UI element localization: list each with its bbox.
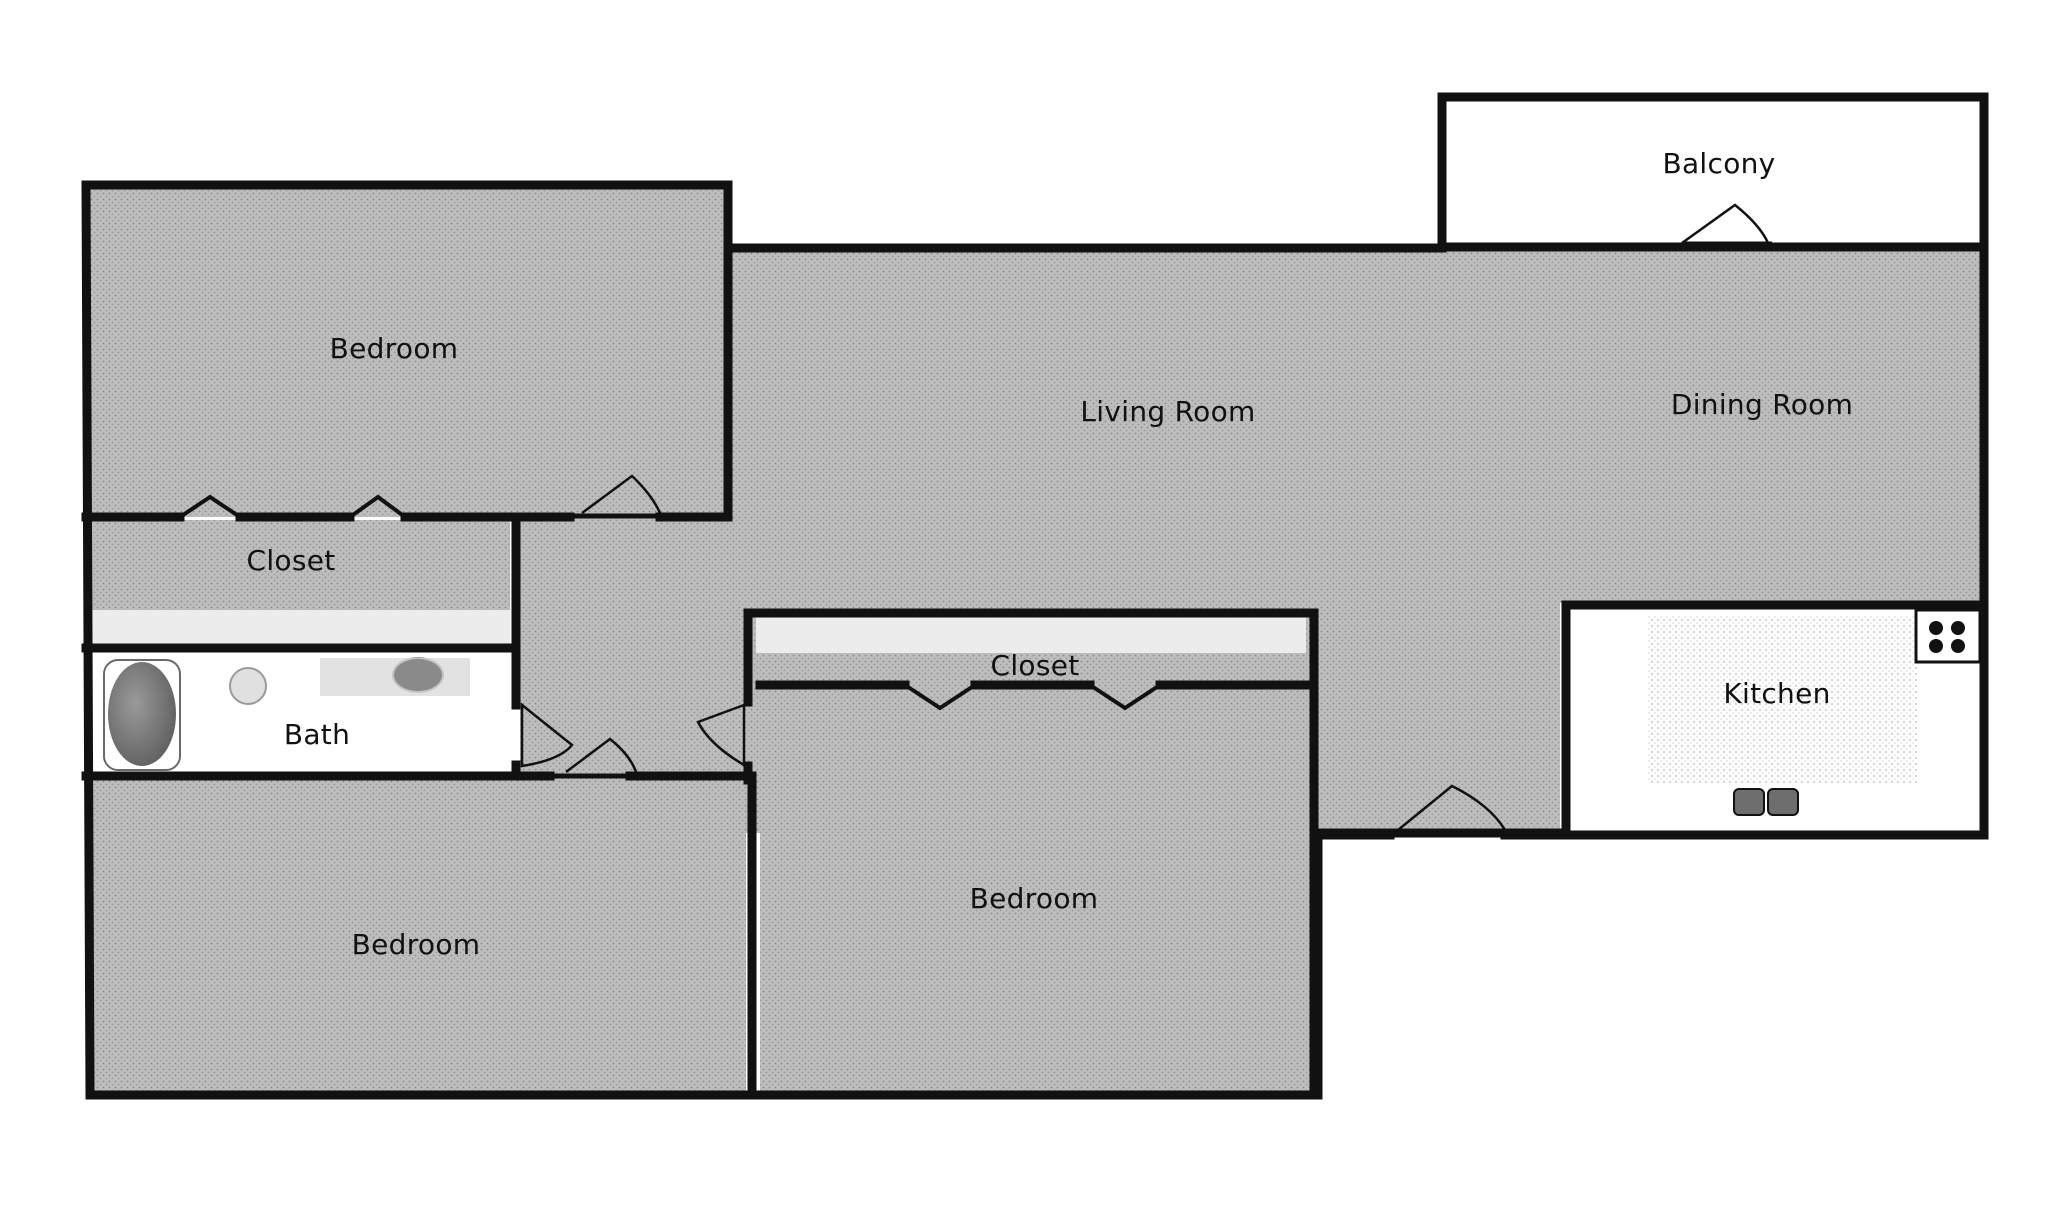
label-bedroom-bottom-left: Bedroom bbox=[352, 928, 481, 961]
floors bbox=[86, 97, 1984, 1098]
stove-icon bbox=[1914, 608, 1982, 664]
bedroom-bottom-left-floor bbox=[90, 780, 746, 1098]
label-dining-room: Dining Room bbox=[1671, 388, 1853, 421]
closet-left-shelf bbox=[90, 610, 510, 645]
label-living-room: Living Room bbox=[1080, 395, 1255, 428]
kitchen-wall bbox=[1561, 600, 1989, 840]
label-bath: Bath bbox=[284, 718, 350, 751]
doors bbox=[178, 203, 1772, 838]
sink-icon bbox=[229, 667, 267, 705]
room-labels: Bedroom Living Room Dining Room Balcony … bbox=[246, 147, 1853, 961]
closet-bifold-door bbox=[178, 494, 407, 519]
bedroom-top-floor bbox=[86, 185, 728, 517]
center-closet-bifold-door bbox=[903, 683, 1162, 711]
closet-left-floor bbox=[90, 520, 510, 610]
fixtures bbox=[103, 608, 1982, 816]
label-kitchen: Kitchen bbox=[1723, 677, 1830, 710]
bedroom-top-wall bbox=[81, 243, 733, 522]
closet-center-floor bbox=[756, 653, 1306, 683]
closet-center-shelf bbox=[756, 617, 1306, 653]
bedroom-bottom-center-floor bbox=[760, 690, 1310, 1092]
label-closet-center: Closet bbox=[990, 649, 1079, 682]
label-bedroom-top: Bedroom bbox=[330, 332, 459, 365]
living-entry-door bbox=[1397, 784, 1507, 831]
label-closet-left: Closet bbox=[246, 544, 335, 577]
bedroom-center-door bbox=[696, 703, 746, 768]
bedroom-top-door bbox=[581, 474, 662, 515]
kitchen-sink-icon bbox=[1733, 788, 1799, 816]
label-bedroom-bottom-center: Bedroom bbox=[970, 882, 1099, 915]
walls bbox=[81, 92, 1989, 1100]
label-balcony: Balcony bbox=[1662, 147, 1775, 180]
center-closet-wall bbox=[743, 608, 1319, 1100]
bath-door bbox=[520, 702, 574, 768]
bedroom-bottom-left-door bbox=[565, 737, 638, 773]
bathtub-icon bbox=[108, 662, 176, 766]
balcony-door bbox=[1681, 203, 1770, 245]
kitchen-mat bbox=[1648, 615, 1918, 783]
